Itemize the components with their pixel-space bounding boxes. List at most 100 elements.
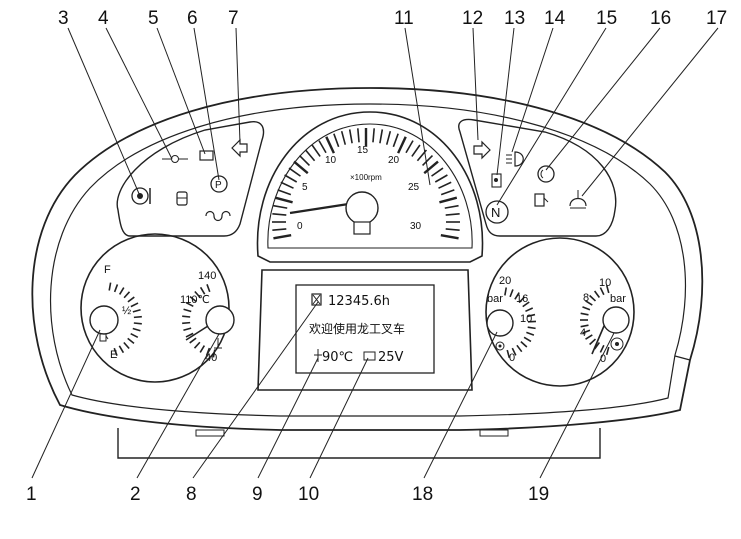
left-indicator-panel <box>117 122 263 236</box>
pressure-right-tick <box>595 291 600 297</box>
svg-text:P: P <box>215 180 222 191</box>
temp-label-max: 140 <box>198 270 216 282</box>
callout-1: 1 <box>26 484 37 505</box>
tachometer-tick <box>441 235 459 238</box>
temp-gauge-tick <box>182 323 190 324</box>
fuel-level-warning-icon <box>535 194 548 206</box>
pressure-left-20: 20 <box>499 275 511 287</box>
fuel-gauge-tick <box>115 284 118 291</box>
fuel-label-empty: E <box>110 349 117 361</box>
bracket-tab-right <box>480 430 508 436</box>
tachometer-tick <box>446 214 460 215</box>
tachometer-tick <box>334 134 339 147</box>
fuel-label-half: ½ <box>122 305 131 317</box>
callout-7: 7 <box>228 8 239 29</box>
pressure-left-tick <box>525 308 532 311</box>
tach-label-15: 15 <box>357 145 369 156</box>
tachometer-tick <box>393 134 398 147</box>
tachometer-tick <box>281 182 294 188</box>
pressure-right-tick <box>590 296 596 301</box>
callout-9: 9 <box>252 484 263 505</box>
lcd-hours: 12345.6h <box>328 294 390 309</box>
lcd-voltage: 25V <box>378 350 404 365</box>
temp-label-min: 40 <box>205 352 217 364</box>
tach-label-20: 20 <box>388 155 400 166</box>
tachometer-tick <box>273 206 287 208</box>
fuel-gauge-tick <box>134 323 142 324</box>
callout-6: 6 <box>187 8 198 29</box>
pressure-right-unit: bar <box>610 293 626 305</box>
pressure-right-hub <box>603 307 629 333</box>
pressure-right-tick <box>607 347 609 355</box>
callout-4: 4 <box>98 8 109 29</box>
callout-19: 19 <box>528 484 549 505</box>
tachometer-tick <box>445 206 459 208</box>
turn-right-arrow-icon <box>474 142 490 158</box>
tachometer-tick <box>300 156 310 166</box>
tachometer-tick <box>275 198 292 203</box>
temp-gauge-tick <box>184 309 192 311</box>
hydraulic-oil-icon <box>570 190 586 208</box>
callout-2: 2 <box>130 484 141 505</box>
temp-label-mid: 110℃ <box>180 294 210 306</box>
right-indicator-panel <box>459 120 616 237</box>
filter-icon <box>177 192 187 205</box>
tachometer-tick <box>272 214 286 215</box>
pressure-left-16: 16 <box>516 293 528 305</box>
headlight-icon <box>506 152 523 166</box>
pressure-left-tick <box>524 337 531 341</box>
fuel-gauge-tick <box>134 317 142 318</box>
tachometer-tick <box>350 129 352 143</box>
tach-needle <box>290 203 355 213</box>
seat-belt-icon <box>492 174 501 187</box>
callout-13: 13 <box>504 8 525 29</box>
fuel-gauge-tick <box>119 346 123 353</box>
callout-5: 5 <box>148 8 159 29</box>
tachometer-tick <box>326 137 334 153</box>
tach-unit: ×100rpm <box>350 173 382 182</box>
pressure-left-tick <box>510 289 513 296</box>
tachometer-tick <box>423 156 433 166</box>
fuel-gauge-tick <box>124 292 129 298</box>
fuel-gauge-tick <box>128 297 134 302</box>
callout-15: 15 <box>596 8 617 29</box>
fuel-gauge-tick <box>131 303 138 307</box>
tach-hub <box>346 192 378 224</box>
pressure-left-0: 0 <box>509 352 515 364</box>
fuel-gauge-tick <box>124 342 129 348</box>
tachometer-tick <box>285 175 297 182</box>
tach-hub-mount <box>354 222 370 234</box>
parking-brake-coil-icon <box>132 188 150 204</box>
fuel-gauge-tick <box>133 310 141 312</box>
fuel-gauge-tick <box>120 288 124 295</box>
tachometer-tick <box>439 198 456 203</box>
tachometer-tick <box>342 131 346 145</box>
pressure-left-tick <box>521 342 527 347</box>
tach-label-0: 0 <box>297 221 303 232</box>
bracket-tab-left <box>196 430 224 436</box>
leader-lines <box>32 28 718 478</box>
tachometer-tick <box>441 190 454 195</box>
temp-gauge-tick <box>182 316 190 317</box>
tach-label-30: 30 <box>410 221 422 232</box>
callout-18: 18 <box>412 484 433 505</box>
pressure-right-4: 4 <box>580 327 586 339</box>
fuel-gauge-tick <box>131 334 138 338</box>
fuel-gauge-tick <box>109 283 110 291</box>
callout-11: 11 <box>394 8 414 29</box>
tach-label-5: 5 <box>302 182 308 193</box>
tachometer-tick <box>446 229 460 230</box>
pressure-left-tick <box>517 345 522 351</box>
pressure-right-tick <box>600 345 603 352</box>
pressure-left-tick <box>526 332 534 335</box>
mounting-bracket <box>118 428 600 458</box>
lcd-temp-icon <box>314 349 322 362</box>
tachometer-tick <box>380 129 382 143</box>
tachometer-tick <box>294 162 308 174</box>
battery-charge-icon <box>200 151 213 160</box>
glow-plug-icon <box>206 212 230 221</box>
tachometer-tick <box>432 168 443 176</box>
tachometer-tick <box>439 182 452 188</box>
